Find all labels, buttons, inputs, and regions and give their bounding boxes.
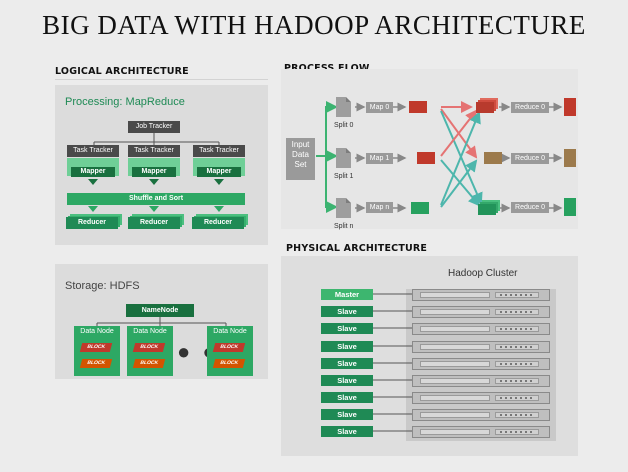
server-unit — [412, 289, 550, 301]
split-document-icon — [336, 148, 351, 168]
reducer-label: Reducer — [192, 217, 244, 229]
server-unit — [412, 409, 550, 421]
arrow-down-icon — [149, 206, 159, 212]
task-tracker-2: Task Tracker — [128, 145, 180, 157]
shuffle-stack — [478, 200, 500, 216]
split-document-icon — [336, 198, 351, 218]
reduce-box: Reduce 0 — [511, 153, 549, 164]
block: BLOCK — [212, 343, 246, 352]
split-label: Split 1 — [334, 173, 354, 180]
process-flow-heading: PROCESS FLOW — [284, 63, 370, 74]
task-tracker-1: Task Tracker — [67, 145, 119, 157]
map-box: Map 1 — [366, 153, 393, 164]
output-document-icon — [564, 149, 576, 167]
map-box: Map 0 — [366, 102, 393, 113]
mapper-1: Mapper — [71, 167, 115, 177]
block: BLOCK — [132, 343, 166, 352]
datanode-label: Data Node — [80, 328, 114, 335]
split-label: Split n — [334, 223, 354, 230]
map-output-card — [411, 202, 429, 214]
job-tracker: Job Tracker — [128, 121, 180, 133]
slave-node: Slave — [321, 306, 373, 317]
datanode-1: Data Node BLOCK BLOCK — [74, 326, 120, 376]
reducer-2: Reducer — [128, 214, 184, 229]
reducer-label: Reducer — [66, 217, 118, 229]
node-connectors — [373, 293, 412, 432]
storage-label: Storage: HDFS — [65, 280, 140, 292]
map-output-card — [417, 152, 435, 164]
server-unit — [412, 323, 550, 335]
reducer-3: Reducer — [192, 214, 248, 229]
slave-node: Slave — [321, 358, 373, 369]
processing-label: Processing: MapReduce — [65, 96, 185, 108]
split-document-icon — [336, 97, 351, 117]
datanode-label: Data Node — [133, 328, 167, 335]
server-unit — [412, 358, 550, 370]
slave-node: Slave — [321, 375, 373, 386]
mapper-3: Mapper — [197, 167, 241, 177]
slave-node: Slave — [321, 323, 373, 334]
shuffle-stack — [476, 98, 498, 114]
output-document-icon — [564, 198, 576, 216]
datanode-2: Data Node BLOCK BLOCK — [127, 326, 173, 376]
input-data-set: Input Data Set — [286, 138, 315, 180]
reduce-box: Reduce 0 — [511, 202, 549, 213]
server-unit — [412, 341, 550, 353]
mapper-2: Mapper — [132, 167, 176, 177]
slave-node: Slave — [321, 341, 373, 352]
slave-node: Slave — [321, 409, 373, 420]
map-output-card — [409, 101, 427, 113]
arrow-down-icon — [88, 206, 98, 212]
slave-node: Slave — [321, 426, 373, 437]
master-node: Master — [321, 289, 373, 300]
page-title: BIG DATA WITH HADOOP ARCHITECTURE — [42, 10, 586, 40]
server-unit — [412, 426, 550, 438]
datanode-label: Data Node — [213, 328, 247, 335]
shuffle-and-sort: Shuffle and Sort — [67, 193, 245, 205]
logical-architecture-heading: LOGICAL ARCHITECTURE — [55, 66, 189, 77]
datanode-3: Data Node BLOCK BLOCK — [207, 326, 253, 376]
server-unit — [412, 306, 550, 318]
arrow-down-icon — [214, 179, 224, 185]
cluster-label: Hadoop Cluster — [448, 268, 518, 279]
server-unit — [412, 392, 550, 404]
arrow-down-icon — [88, 179, 98, 185]
slave-node: Slave — [321, 392, 373, 403]
divider — [55, 79, 268, 80]
arrow-down-icon — [149, 179, 159, 185]
block: BLOCK — [132, 359, 166, 368]
reducer-label: Reducer — [128, 217, 180, 229]
block: BLOCK — [79, 343, 113, 352]
reducer-1: Reducer — [66, 214, 122, 229]
physical-architecture-heading: PHYSICAL ARCHITECTURE — [286, 243, 428, 254]
task-tracker-3: Task Tracker — [193, 145, 245, 157]
server-unit — [412, 375, 550, 387]
output-document-icon — [564, 98, 576, 116]
arrow-down-icon — [214, 206, 224, 212]
map-box: Map n — [366, 202, 393, 213]
namenode: NameNode — [126, 304, 194, 317]
block: BLOCK — [79, 359, 113, 368]
reduce-box: Reduce 0 — [511, 102, 549, 113]
block: BLOCK — [212, 359, 246, 368]
flow-arrows — [316, 101, 563, 213]
split-label: Split 0 — [334, 122, 354, 129]
shuffle-card — [484, 152, 502, 164]
